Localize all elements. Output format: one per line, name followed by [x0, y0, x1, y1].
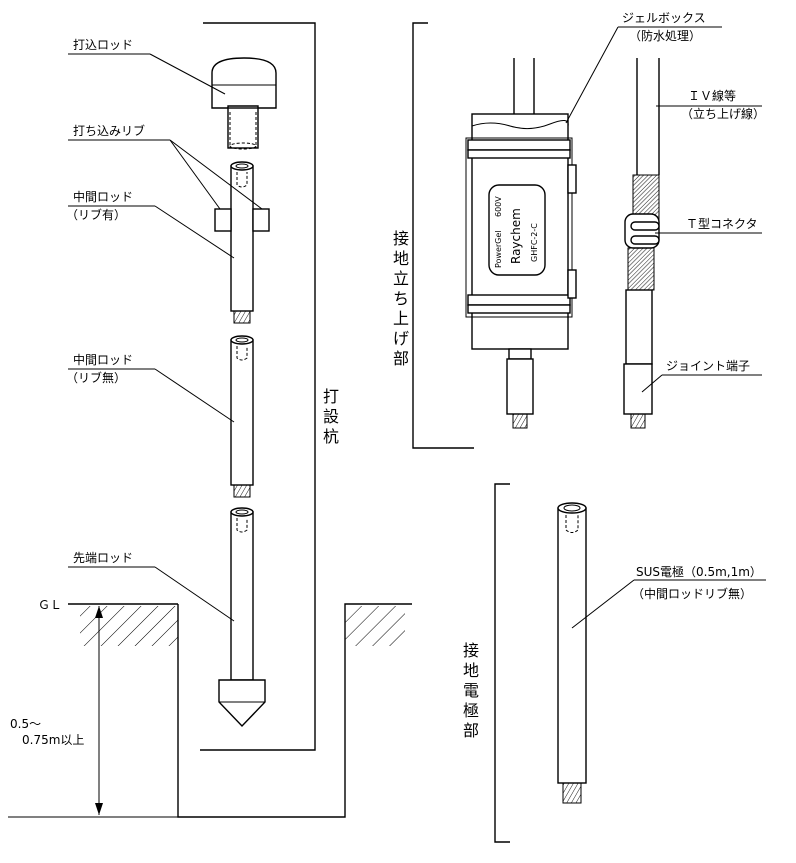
- driven-pile-label-2: 設: [323, 407, 339, 426]
- depth-dimension: [95, 606, 103, 815]
- riser-label-6: げ: [393, 329, 409, 348]
- drive-rib-label: 打ち込みリブ: [73, 123, 145, 138]
- sus-electrode-sub-label: （中間ロッドリブ無）: [632, 586, 752, 601]
- riser-label-2: 地: [393, 249, 409, 268]
- gel-box-sub-label: （防水処理）: [629, 28, 701, 43]
- electrode-label-3: 電: [463, 681, 479, 700]
- drive-rod: [211, 57, 277, 150]
- gl-label: ＧＬ: [38, 598, 62, 612]
- drive-rod-label: 打込ロッド: [73, 38, 133, 52]
- mid-rod-ribbed-label: 中間ロッド: [73, 189, 133, 204]
- iv-wire-label: ＩＶ線等: [688, 88, 736, 103]
- electrode-label-4: 極: [463, 701, 479, 720]
- gel-box: [465, 113, 577, 360]
- electrode-label-1: 接: [463, 641, 479, 660]
- t-connector-label: Ｔ型コネクタ: [686, 217, 758, 231]
- riser-cables: [513, 58, 660, 175]
- driven-pile-bracket: [200, 22, 316, 751]
- gel-text-raychem: Raychem: [509, 208, 523, 264]
- gel-box-inscription: PowerGel 600V Raychem GHFC-2-C: [494, 196, 539, 268]
- riser-label-4: ち: [393, 289, 409, 308]
- iv-wire-assembly: [623, 174, 660, 429]
- electrode-label-2: 地: [463, 661, 479, 680]
- tip-rod: [218, 507, 266, 728]
- gel-text-model: GHFC-2-C: [530, 223, 539, 262]
- mid-rod-plain-sub-label: （リブ無）: [66, 370, 126, 385]
- left-leaders: [68, 53, 263, 622]
- mid-rod-ribbed-sub-label: （リブ有）: [66, 207, 126, 222]
- middle-rod-plain: [230, 335, 254, 498]
- ground-surface: [8, 603, 412, 818]
- gel-box-lower-terminal: [506, 358, 534, 429]
- joint-terminal-label: ジョイント端子: [666, 359, 750, 373]
- driven-pile-label-3: 杭: [323, 427, 339, 446]
- right-top-leaders: [565, 26, 762, 393]
- gel-text-600v: 600V: [494, 196, 503, 217]
- depth-label-line1: 0.5～: [10, 717, 41, 731]
- sus-electrode: [557, 502, 587, 804]
- depth-label-line2: 0.75m以上: [22, 733, 84, 747]
- gel-box-label: ジェルボックス: [622, 11, 706, 25]
- tip-rod-label: 先端ロッド: [73, 551, 133, 565]
- riser-label-3: 立: [393, 269, 409, 288]
- riser-label-1: 接: [393, 229, 409, 248]
- gel-text-powergel: PowerGel: [494, 230, 503, 268]
- electrode-label-5: 部: [463, 721, 479, 740]
- electrode-leaders: [571, 579, 766, 629]
- middle-rod-ribbed: [214, 161, 270, 324]
- iv-wire-sub-label: （立ち上げ線）: [681, 106, 765, 121]
- mid-rod-plain-label: 中間ロッド: [73, 352, 133, 367]
- riser-label-7: 部: [393, 349, 409, 368]
- riser-bracket: [412, 22, 474, 449]
- riser-label-5: 上: [393, 309, 409, 328]
- sus-electrode-label: SUS電極（0.5m,1m）: [636, 564, 762, 579]
- electrode-bracket: [494, 483, 510, 843]
- driven-pile-label-1: 打: [323, 387, 339, 406]
